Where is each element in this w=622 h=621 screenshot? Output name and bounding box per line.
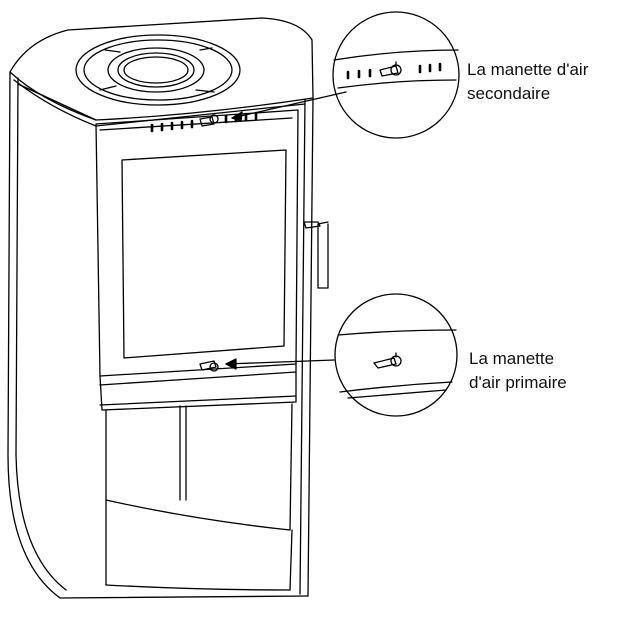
label-primary-line2: d'air primaire: [469, 373, 567, 392]
label-primary-line1: La manette: [469, 349, 555, 368]
log-storage: [105, 403, 293, 591]
label-primary-air: La manette d'air primaire: [469, 347, 567, 395]
primary-air-lever-icon: [199, 360, 219, 372]
callout-circle-secondary: [332, 11, 460, 139]
callout-circle-primary: [334, 293, 458, 417]
door: [95, 109, 299, 411]
secondary-air-lever-icon: [199, 114, 219, 127]
label-secondary-line2: secondaire: [467, 84, 551, 103]
door-handle-icon: [303, 221, 329, 289]
label-secondary-line1: La manette d'air: [467, 60, 589, 79]
stove-body: [7, 71, 314, 599]
secondary-air-slots: [150, 111, 258, 133]
label-secondary-air: La manette d'air secondaire: [467, 58, 588, 106]
arrows: [225, 91, 347, 370]
cooktop-rings: [75, 34, 241, 106]
top-plate: [9, 17, 314, 127]
